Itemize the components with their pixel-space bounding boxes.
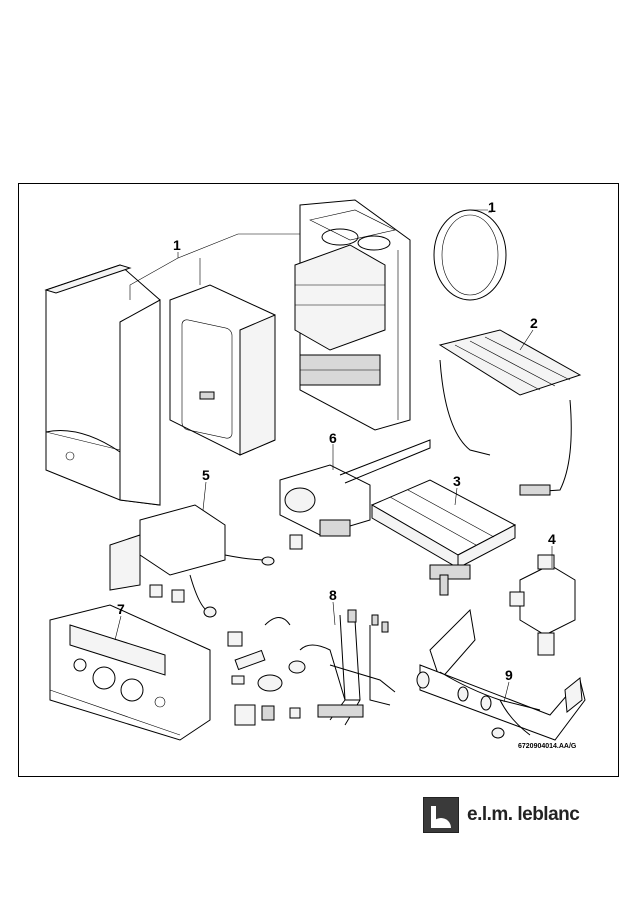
callout-1-casing: 1 xyxy=(173,237,181,253)
heat-exchanger xyxy=(438,329,582,496)
callout-7: 7 xyxy=(117,601,125,617)
expansion-vessel xyxy=(433,209,507,301)
callout-leaders xyxy=(114,211,553,703)
callout-8: 8 xyxy=(329,587,337,603)
callout-5: 5 xyxy=(202,467,210,483)
callout-2: 2 xyxy=(530,315,538,331)
diagram-frame xyxy=(18,183,619,777)
callout-4: 4 xyxy=(548,531,556,547)
boiler-chassis xyxy=(294,199,411,431)
hydraulic-block xyxy=(109,504,275,618)
callout-6: 6 xyxy=(329,430,337,446)
callout-1-vessel: 1 xyxy=(488,199,496,215)
brand-logo-mark xyxy=(423,797,459,833)
gas-valve xyxy=(509,554,576,656)
brand-name: e.l.m. leblanc xyxy=(467,804,580,825)
fan-assembly xyxy=(279,439,431,550)
brand-logo: e.l.m. leblanc xyxy=(423,797,580,833)
wiring-harness xyxy=(227,609,396,726)
callout-9: 9 xyxy=(505,667,513,683)
callout-1-leader xyxy=(129,233,300,300)
control-panel xyxy=(49,604,211,741)
burner xyxy=(370,479,517,596)
bottom-manifold xyxy=(416,608,586,741)
inner-casing-frame xyxy=(169,284,276,456)
front-casing-panel xyxy=(44,264,161,506)
callout-3: 3 xyxy=(453,473,461,489)
figure-reference-code: 6720904014.AA/G xyxy=(518,743,577,750)
